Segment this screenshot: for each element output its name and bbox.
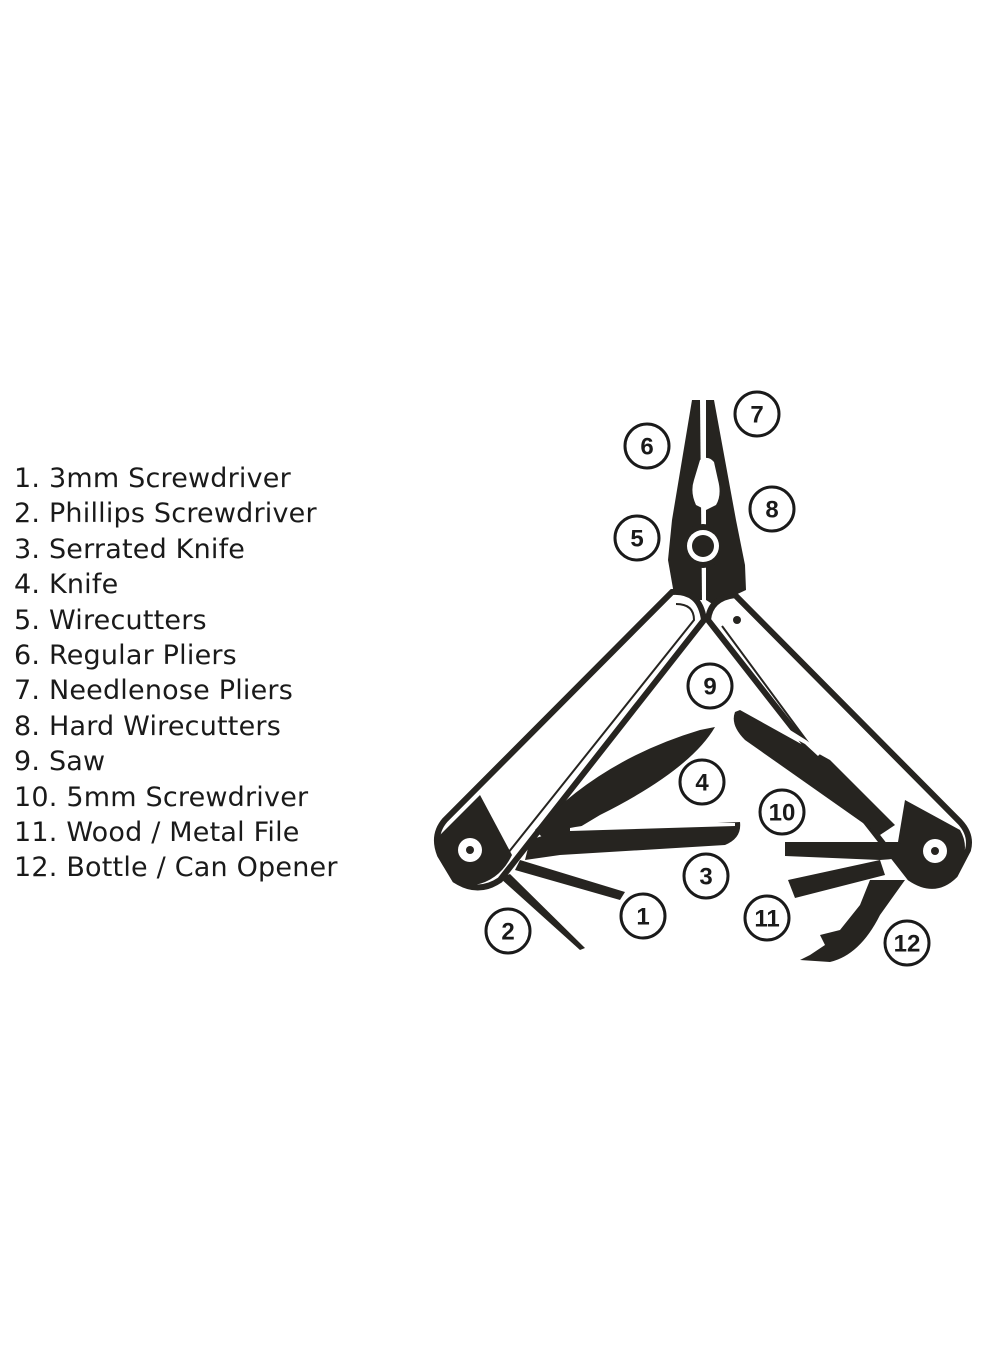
legend-item-2: 2. Phillips Screwdriver — [14, 498, 317, 530]
left-handle-icon — [433, 588, 708, 891]
svg-text:8: 8 — [765, 497, 778, 524]
flat-screwdriver-icon — [515, 860, 625, 900]
svg-text:10: 10 — [769, 800, 796, 827]
phillips-screwdriver-icon — [500, 874, 585, 950]
legend-item-10: 10. 5mm Screwdriver — [14, 781, 309, 813]
svg-text:6: 6 — [640, 434, 653, 461]
callout-6: 6 — [623, 422, 671, 470]
callout-11: 11 — [743, 894, 791, 942]
serrated-knife-icon — [525, 822, 741, 860]
callout-12: 12 — [883, 919, 931, 967]
callout-8: 8 — [748, 485, 796, 533]
legend-item-5: 5. Wirecutters — [14, 604, 207, 636]
knife-blade-icon — [535, 727, 715, 845]
saw-blade-icon — [733, 710, 895, 835]
legend-item-9: 9. Saw — [14, 746, 106, 778]
svg-text:12: 12 — [894, 931, 921, 958]
file-icon — [788, 860, 885, 898]
svg-text:1: 1 — [636, 904, 649, 931]
left-tools-icon — [500, 727, 741, 950]
pliers-head-icon — [668, 400, 746, 605]
svg-text:4: 4 — [695, 770, 709, 797]
legend-item-11: 11. Wood / Metal File — [14, 816, 300, 848]
legend-item-3: 3. Serrated Knife — [14, 533, 246, 565]
legend-item-7: 7. Needlenose Pliers — [14, 675, 293, 707]
tool-legend-list: 1. 3mm Screwdriver 2. Phillips Screwdriv… — [14, 461, 338, 886]
callout-3: 3 — [682, 852, 730, 900]
svg-text:7: 7 — [750, 402, 763, 429]
callout-9: 9 — [686, 662, 734, 710]
svg-text:5: 5 — [630, 526, 643, 553]
right-tools-icon — [733, 708, 905, 962]
legend-item-6: 6. Regular Pliers — [14, 639, 237, 671]
callout-7: 7 — [733, 390, 781, 438]
callout-4: 4 — [678, 758, 726, 806]
bottle-opener-icon — [800, 880, 905, 962]
svg-text:9: 9 — [703, 674, 716, 701]
legend-item-4: 4. Knife — [14, 569, 119, 601]
five-mm-screwdriver-icon — [785, 842, 905, 860]
svg-text:11: 11 — [754, 906, 779, 933]
callout-10: 10 — [758, 788, 806, 836]
legend-item-8: 8. Hard Wirecutters — [14, 710, 281, 742]
callout-5: 5 — [613, 514, 661, 562]
svg-text:3: 3 — [699, 864, 712, 891]
callout-2: 2 — [484, 907, 532, 955]
right-handle-icon — [704, 591, 972, 889]
legend-item-12: 12. Bottle / Can Opener — [14, 852, 338, 884]
svg-text:2: 2 — [501, 919, 514, 946]
legend-item-1: 1. 3mm Screwdriver — [14, 463, 291, 494]
callout-1: 1 — [619, 892, 667, 940]
